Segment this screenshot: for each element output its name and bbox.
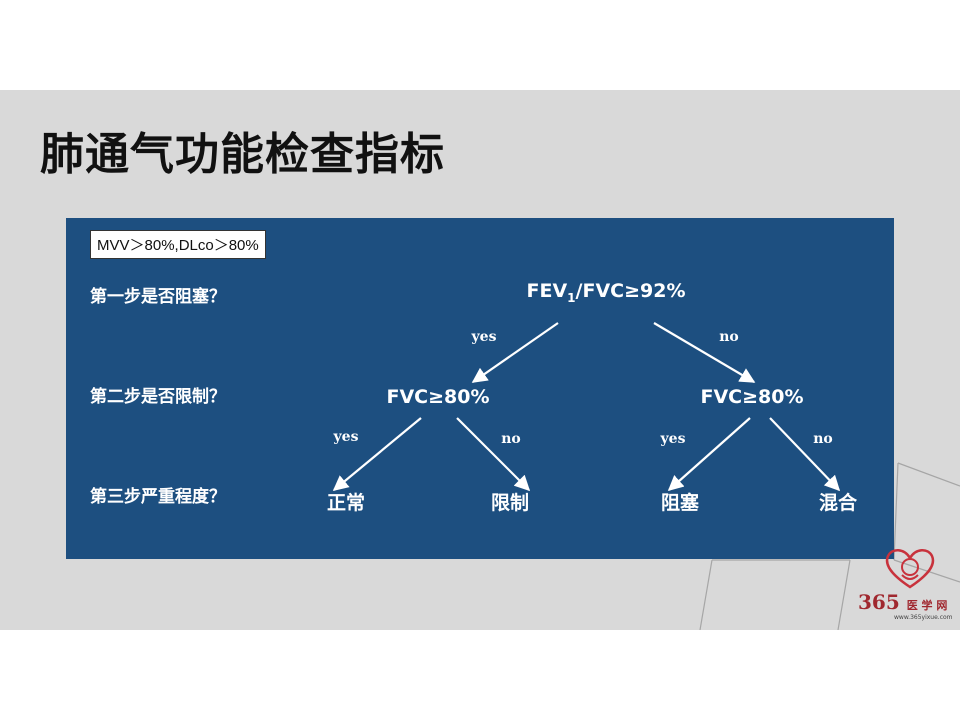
- site-logo: 365 医 学 网 www.365yixue.com: [858, 545, 958, 625]
- tree-arrows: [332, 322, 841, 492]
- heart-logo-icon: [885, 549, 935, 589]
- logo-url: www.365yixue.com: [894, 614, 953, 621]
- edge-label-right-no: no: [813, 431, 833, 447]
- step-3-label: 第三步严重程度？: [90, 487, 226, 507]
- leaf-restrictive: 限制: [490, 492, 530, 514]
- leaf-mixed: 混合: [818, 492, 858, 514]
- logo-number: 365: [858, 590, 900, 614]
- step-1-label: 第一步是否阻塞？: [90, 287, 226, 307]
- decorative-lines: [699, 462, 960, 630]
- leaf-normal: 正常: [326, 492, 366, 514]
- root-subscript: 1: [567, 290, 576, 305]
- decision-tree-panel: MVV＞80%,DLco＞80% 第一步是否阻塞？ 第二步是否限制？ 第三步严重…: [66, 218, 894, 559]
- edge-label-root-no: no: [719, 329, 739, 345]
- logo-wordmark: 365 医 学 网: [858, 590, 947, 614]
- node-left-fvc: FVC≥80%: [386, 386, 490, 408]
- root-node: FEV1/FVC≥92%: [527, 280, 686, 305]
- node-right-fvc: FVC≥80%: [700, 386, 804, 408]
- root-prefix: FEV: [526, 280, 568, 302]
- slide: 肺通气功能检查指标 MVV＞80%,DLco＞80% 第一步是否阻塞？ 第二步是…: [0, 90, 960, 630]
- root-suffix: /FVC≥92%: [575, 280, 686, 302]
- edge-label-left-no: no: [501, 431, 521, 447]
- arrow-root-no: [653, 322, 756, 383]
- step-2-label: 第二步是否限制？: [90, 387, 226, 407]
- arrow-root-yes: [471, 322, 559, 383]
- edge-label-root-yes: yes: [471, 329, 497, 345]
- logo-chinese-text: 医 学 网: [906, 599, 948, 612]
- arrow-left-yes: [332, 417, 422, 491]
- arrow-right-no: [769, 417, 841, 492]
- page-title: 肺通气功能检查指标: [40, 129, 445, 180]
- edge-label-left-yes: yes: [333, 429, 359, 445]
- leaf-obstructive: 阻塞: [660, 492, 700, 514]
- arrow-left-no: [456, 417, 531, 492]
- condition-box: MVV＞80%,DLco＞80%: [90, 230, 266, 259]
- arrow-right-yes: [667, 417, 751, 492]
- edge-label-right-yes: yes: [660, 431, 686, 447]
